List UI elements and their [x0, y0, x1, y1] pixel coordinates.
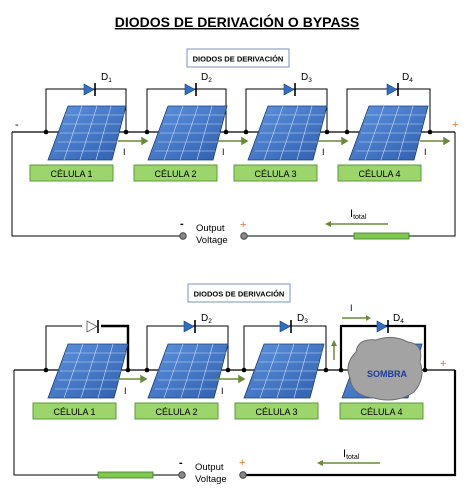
diode-d2-icon-bottom — [183, 320, 196, 333]
bottom-load-resistor — [97, 471, 154, 479]
top-cell-labels — [29, 164, 422, 182]
top-cell-label-3: CÉLULA 3 — [254, 169, 296, 179]
diode-d4-icon — [386, 83, 399, 96]
bottom-solar-panel-3 — [243, 343, 325, 399]
top-outer-wire — [11, 132, 456, 237]
top-current-label-4: I — [424, 147, 427, 157]
top-current-label-3: I — [322, 147, 325, 157]
diode-d1-icon — [83, 83, 96, 96]
shade-rock-icon — [347, 336, 423, 401]
top-header-text: DIODOS DE DERIVACIÓN — [193, 55, 284, 64]
top-cell-label-1: CÉLULA 1 — [50, 169, 92, 179]
diode-d4-icon-bottom — [376, 320, 389, 333]
top-header-box — [186, 48, 290, 68]
shade-label: SOMBRA — [367, 369, 407, 379]
bottom-bypass-arrowhead — [366, 315, 371, 321]
bottom-output-label-line1: Output — [195, 462, 224, 473]
diode-d2-icon — [184, 83, 197, 96]
diagram-title: DIODOS DE DERIVACIÓN O BYPASS — [115, 13, 360, 30]
top-output-label-line2: Voltage — [196, 235, 228, 246]
bottom-cell-label-1: CÉLULA 1 — [53, 407, 95, 417]
bottom-header-box — [187, 283, 291, 303]
top-panel: DIODOS DE DERIVACIÓN D1 — [11, 48, 458, 246]
bottom-diode-label-d2: D2 — [201, 313, 212, 325]
bottom-output-terminal-minus — [178, 471, 186, 479]
bottom-header-text: DIODOS DE DERIVACIÓN — [194, 290, 285, 299]
bottom-cell-label-3: CÉLULA 3 — [255, 407, 297, 417]
top-minus-sign: - — [15, 119, 19, 131]
top-current-label-2: I — [222, 147, 225, 157]
bottom-cell-label-4: CÉLULA 4 — [360, 407, 402, 417]
diode-d1-icon-bottom — [86, 320, 99, 333]
top-load-resistor — [353, 232, 410, 240]
diode-label-d2: D2 — [201, 72, 212, 84]
bottom-output-terminal-plus — [239, 471, 247, 479]
diode-d3-icon — [283, 83, 296, 96]
bottom-total-current-arrowhead — [317, 460, 323, 466]
top-output-terminal-plus — [240, 232, 248, 240]
top-output-terminal-minus — [179, 232, 187, 240]
top-output-plus-sign: + — [240, 219, 246, 231]
diode-label-d4: D4 — [402, 72, 413, 84]
bottom-plus-sign: + — [440, 358, 446, 370]
diode-label-d1: D1 — [101, 72, 112, 84]
top-total-current-arrowhead — [325, 221, 331, 227]
top-cell-label-4: CÉLULA 4 — [358, 169, 400, 179]
bottom-outer-wire-right — [244, 370, 457, 477]
solar-panel-1 — [47, 105, 127, 161]
top-current-arrows — [118, 136, 451, 146]
top-output-minus-sign: - — [180, 218, 184, 230]
bottom-bypass-current-label: I — [350, 303, 353, 313]
bottom-output-label-line2: Voltage — [195, 474, 227, 485]
bottom-current-label-1: I — [124, 386, 127, 396]
bottom-panel: DIODOS DE DERIVACIÓN — [13, 283, 457, 485]
bottom-diode-label-d3: D3 — [297, 313, 308, 325]
bottom-output-plus-sign: + — [239, 457, 245, 469]
solar-panel-4 — [348, 105, 429, 161]
top-current-label-1: I — [123, 147, 126, 157]
bottom-cell-label-2: CÉLULA 2 — [155, 407, 197, 417]
top-cell-label-2: CÉLULA 2 — [154, 169, 196, 179]
top-total-current-label: Itotal — [350, 208, 367, 221]
solar-panel-2 — [147, 105, 228, 161]
bottom-node-dots — [43, 367, 428, 373]
bottom-output-minus-sign: - — [179, 457, 183, 469]
bottom-solar-panel-1 — [47, 343, 129, 399]
diode-label-d3: D3 — [301, 72, 312, 84]
bottom-current-label-2: I — [221, 386, 224, 396]
top-node-dots — [43, 129, 433, 135]
bottom-total-current-label: Itotal — [343, 448, 360, 461]
solar-panel-3 — [247, 105, 328, 161]
bottom-current-arrows — [118, 374, 246, 384]
bottom-cell-labels — [32, 402, 424, 420]
top-output-label-line1: Output — [196, 223, 225, 234]
bottom-solar-panel-2 — [147, 343, 229, 399]
bottom-diode-label-d4: D4 — [393, 313, 404, 325]
diode-d3-icon-bottom — [279, 320, 292, 333]
top-plus-sign: + — [452, 119, 458, 131]
bottom-up-arrowhead — [331, 340, 337, 346]
